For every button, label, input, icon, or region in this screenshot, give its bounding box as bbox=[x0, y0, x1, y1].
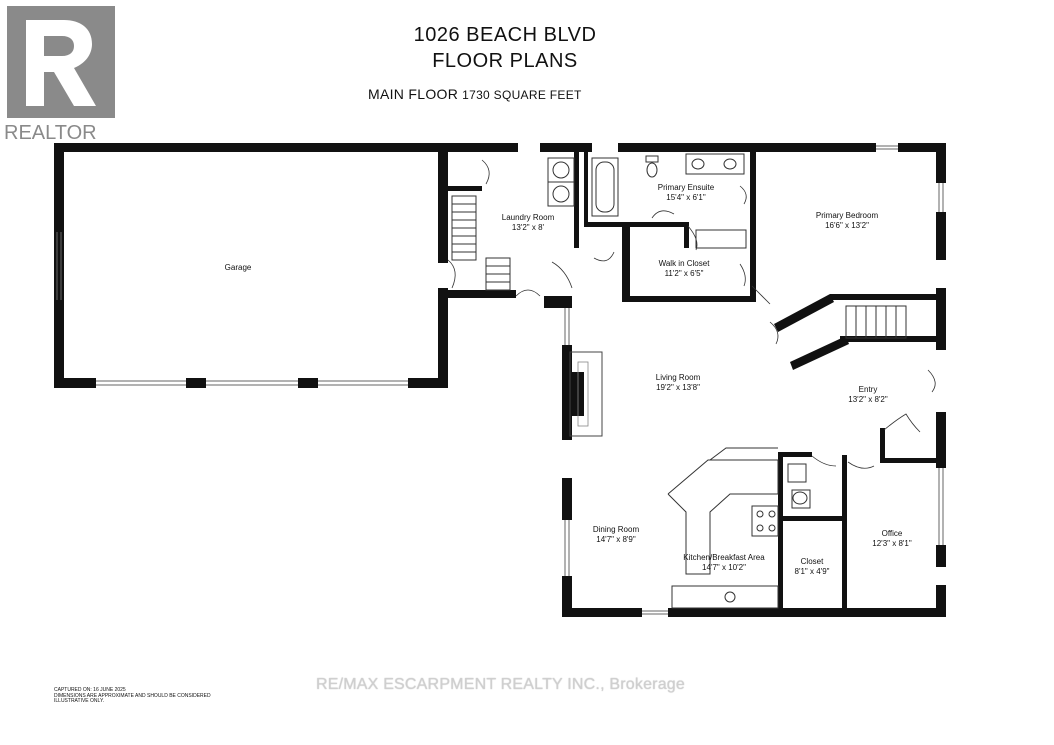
room-walkin-name: Walk in Closet bbox=[658, 259, 710, 268]
room-ensuite-dims: 15'4" x 6'1" bbox=[666, 193, 706, 202]
room-laundry: Laundry Room 13'2" x 8' bbox=[502, 213, 554, 233]
room-garage: Garage bbox=[225, 263, 252, 273]
room-closet-name: Closet bbox=[800, 557, 824, 566]
room-office-dims: 12'3" x 8'1" bbox=[872, 539, 912, 548]
room-office: Office 12'3" x 8'1" bbox=[872, 529, 911, 549]
room-primary-bedroom: Primary Bedroom 16'6" x 13'2" bbox=[816, 211, 878, 231]
realtor-logo: REALTOR bbox=[4, 6, 122, 146]
room-kitchen-dims: 14'7" x 10'2" bbox=[702, 563, 746, 572]
disclaimer-illustrative: ILLUSTRATIVE ONLY. bbox=[54, 698, 105, 704]
room-dining-dims: 14'7" x 8'9" bbox=[596, 535, 636, 544]
room-entry-dims: 13'2" x 8'2" bbox=[848, 395, 888, 404]
floor-label: MAIN FLOOR bbox=[368, 86, 459, 102]
room-walk-in-closet: Walk in Closet 11'2" x 6'5" bbox=[659, 259, 710, 279]
room-laundry-name: Laundry Room bbox=[501, 213, 555, 222]
brokerage-watermark: RE/MAX ESCARPMENT REALTY INC., Brokerage bbox=[316, 676, 685, 693]
room-office-name: Office bbox=[881, 529, 903, 538]
room-dining-name: Dining Room bbox=[592, 525, 640, 534]
room-dining: Dining Room 14'7" x 8'9" bbox=[593, 525, 639, 545]
plan-subtitle: FLOOR PLANS bbox=[432, 50, 578, 72]
room-entry: Entry 13'2" x 8'2" bbox=[848, 385, 887, 405]
room-living-name: Living Room bbox=[655, 373, 701, 382]
room-kitchen-name: Kitchen/Breakfast Area bbox=[683, 553, 765, 562]
room-garage-name: Garage bbox=[224, 263, 252, 272]
room-closet-dims: 8'1" x 4'9" bbox=[794, 567, 830, 576]
room-entry-name: Entry bbox=[858, 385, 878, 394]
floor-area: 1730 SQUARE FEET bbox=[462, 88, 582, 102]
disclaimer-captured: CAPTURED ON: 16 JUNE 2025 bbox=[54, 687, 126, 693]
disclaimer: CAPTURED ON: 16 JUNE 2025 DIMENSIONS ARE… bbox=[54, 687, 274, 705]
room-bedroom-name: Primary Bedroom bbox=[815, 211, 879, 220]
room-living-dims: 19'2" x 13'8" bbox=[656, 383, 700, 392]
plan-title: 1026 BEACH BLVD bbox=[413, 24, 597, 46]
room-ensuite: Primary Ensuite 15'4" x 6'1" bbox=[658, 183, 714, 203]
room-living: Living Room 19'2" x 13'8" bbox=[656, 373, 700, 393]
room-laundry-dims: 13'2" x 8' bbox=[511, 223, 545, 232]
disclaimer-dimensions: DIMENSIONS ARE APPROXIMATE AND SHOULD BE… bbox=[54, 692, 211, 699]
room-closet: Closet 8'1" x 4'9" bbox=[795, 557, 830, 577]
logo-wordmark: REALTOR bbox=[4, 122, 97, 144]
room-bedroom-dims: 16'6" x 13'2" bbox=[825, 221, 869, 230]
room-walkin-dims: 11'2" x 6'5" bbox=[664, 269, 704, 278]
room-kitchen: Kitchen/Breakfast Area 14'7" x 10'2" bbox=[683, 553, 764, 573]
room-ensuite-name: Primary Ensuite bbox=[657, 183, 715, 192]
